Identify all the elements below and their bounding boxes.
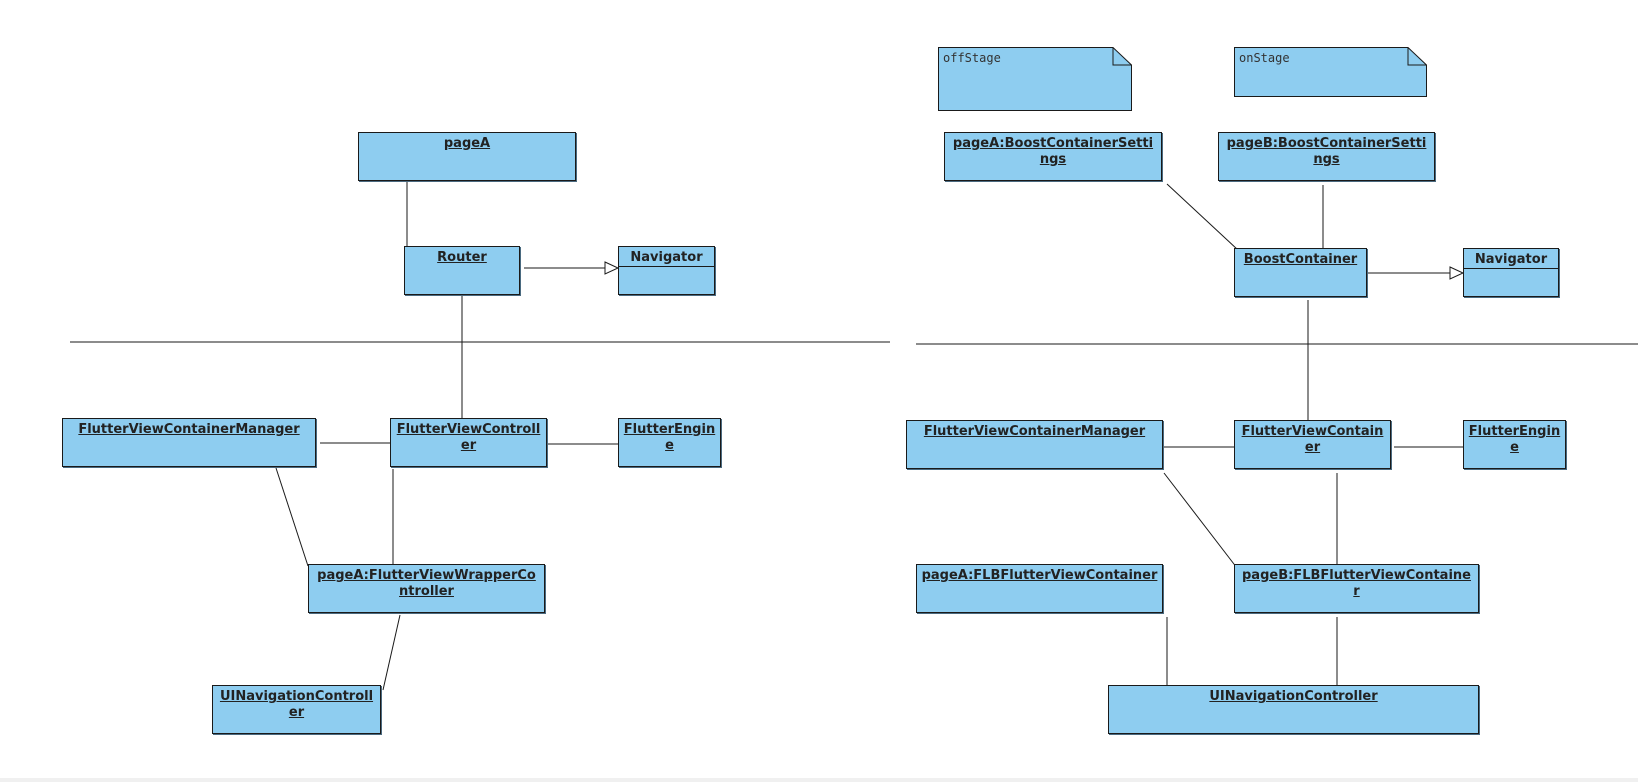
right-pagea-settings-box[interactable]: pageA:BoostContainerSettings <box>944 132 1162 181</box>
right-pageb-flb-box[interactable]: pageB:FLBFlutterViewContainer <box>1234 564 1479 613</box>
arrowhead-right-navigator <box>1449 266 1465 280</box>
onstage-note: onStage <box>1234 47 1427 97</box>
right-viewcontainermanager-box[interactable]: FlutterViewContainerManager <box>906 420 1163 469</box>
bottom-scroll-strip <box>0 778 1638 782</box>
note-label: offStage <box>943 51 1001 65</box>
right-pageb-settings-box[interactable]: pageB:BoostContainerSettings <box>1218 132 1435 181</box>
link-wrapper-uinav <box>382 614 401 691</box>
box-label: pageB:BoostContainerSettings <box>1226 136 1427 167</box>
note-label: onStage <box>1239 51 1290 65</box>
right-viewcontainer-box[interactable]: FlutterViewContainer <box>1234 420 1391 469</box>
box-label: Navigator <box>619 247 714 267</box>
note-shape <box>938 47 1132 111</box>
box-label: BoostContainer <box>1243 252 1358 267</box>
box-label: FlutterViewContainer <box>1241 424 1384 455</box>
left-pagea-box[interactable]: pageA <box>358 132 576 181</box>
box-label: FlutterViewController <box>396 422 541 453</box>
left-viewcontainermanager-box[interactable]: FlutterViewContainerManager <box>62 418 316 467</box>
arrowhead-left-navigator <box>604 261 620 275</box>
box-label: UINavigationController <box>1209 689 1378 704</box>
left-uinavigationcontroller-box[interactable]: UINavigationController <box>212 685 381 734</box>
left-router-box[interactable]: Router <box>404 246 520 295</box>
note-shape <box>1234 47 1427 97</box>
box-label: FlutterEngine <box>623 422 716 453</box>
left-engine-box[interactable]: FlutterEngine <box>618 418 721 467</box>
box-label: FlutterViewContainerManager <box>78 422 300 437</box>
box-label: Navigator <box>1464 249 1558 269</box>
box-label: pageA:FLBFlutterViewContainer <box>921 568 1158 583</box>
link-pageasettings-boost <box>1166 183 1239 251</box>
right-uinavigationcontroller-box[interactable]: UINavigationController <box>1108 685 1479 734</box>
link-manager-pageb-flb <box>1163 472 1238 569</box>
box-label: FlutterViewContainerManager <box>923 424 1146 439</box>
right-pagea-flb-box[interactable]: pageA:FLBFlutterViewContainer <box>916 564 1163 613</box>
box-label: FlutterEngine <box>1468 424 1561 455</box>
left-wrapper-controller-box[interactable]: pageA:FlutterViewWrapperController <box>308 564 545 613</box>
right-navigator-box[interactable]: Navigator <box>1463 248 1559 297</box>
box-label: pageA:FlutterViewWrapperController <box>317 568 536 599</box>
link-manager-wrapper <box>275 467 309 567</box>
box-label: pageA:BoostContainerSettings <box>952 136 1154 167</box>
box-label: pageA <box>443 136 491 151</box>
box-label: UINavigationController <box>219 689 374 720</box>
right-boostcontainer-box[interactable]: BoostContainer <box>1234 248 1367 297</box>
box-label: pageB:FLBFlutterViewContainer <box>1242 568 1471 599</box>
offstage-note: offStage <box>938 47 1132 111</box>
box-label: Router <box>437 250 487 265</box>
left-viewcontroller-box[interactable]: FlutterViewController <box>390 418 547 467</box>
left-navigator-box[interactable]: Navigator <box>618 246 715 295</box>
right-engine-box[interactable]: FlutterEngine <box>1463 420 1566 469</box>
